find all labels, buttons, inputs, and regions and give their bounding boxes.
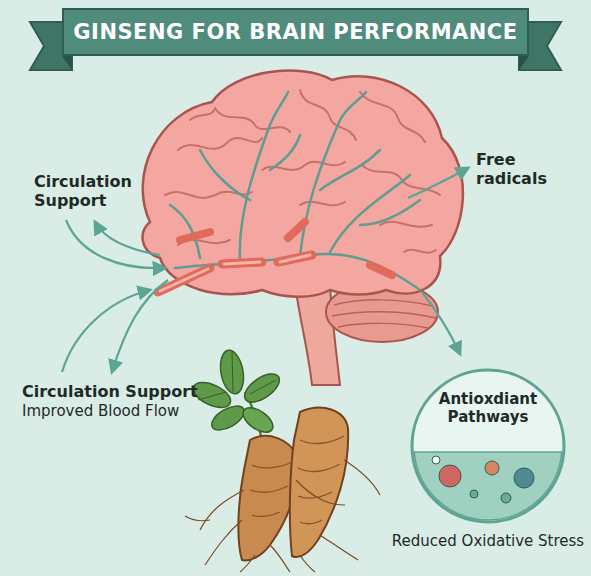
callout-sublabel: Improved Blood Flow bbox=[22, 402, 179, 420]
callout-label: Free radicals bbox=[476, 150, 588, 188]
callout-label: Circulation Support bbox=[34, 172, 134, 210]
ginseng-leaves bbox=[190, 348, 284, 440]
pathway-circle: Antioxdiant PathwaysReduced Oxidative St… bbox=[410, 368, 566, 524]
circle-caption: Reduced Oxidative Stress bbox=[390, 532, 586, 550]
circle-heading: Antioxdiant Pathways bbox=[410, 390, 566, 426]
title: GINSENG FOR BRAIN PERFORMANCE bbox=[73, 20, 517, 44]
leader-arrows bbox=[62, 168, 468, 372]
callout-label: Circulation Support bbox=[22, 382, 198, 401]
title-banner: GINSENG FOR BRAIN PERFORMANCE bbox=[62, 8, 529, 56]
brain bbox=[143, 71, 463, 297]
ginseng-root bbox=[185, 408, 380, 572]
